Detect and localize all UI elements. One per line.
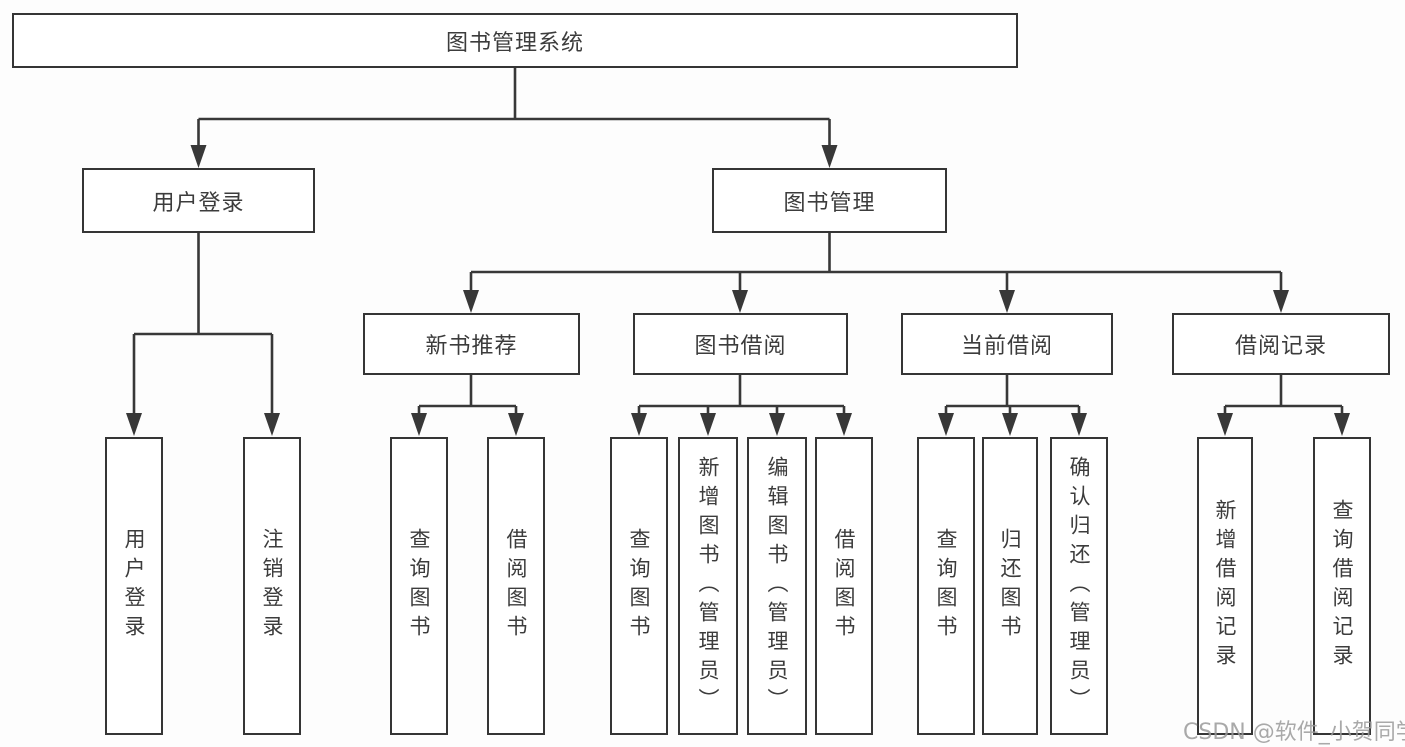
leaf-newbooks-borrow-label: 借阅图书 <box>504 528 529 644</box>
leaf-current-search: 查询图书 <box>917 437 975 735</box>
leaf-logout-label: 注销登录 <box>260 528 285 644</box>
leaf-newbooks-search: 查询图书 <box>390 437 448 735</box>
node-book-management-label: 图书管理 <box>783 190 876 216</box>
leaf-borrow-search-label: 查询图书 <box>627 528 652 644</box>
leaf-borrow-borrow-label: 借阅图书 <box>832 528 857 644</box>
leaf-current-search-label: 查询图书 <box>934 528 959 644</box>
leaf-current-return-label: 归还图书 <box>998 528 1023 644</box>
leaf-logout: 注销登录 <box>243 437 301 735</box>
leaf-borrow-borrow: 借阅图书 <box>815 437 873 735</box>
leaf-newbooks-search-label: 查询图书 <box>407 528 432 644</box>
leaf-user-login-label: 用户登录 <box>122 528 147 644</box>
node-current-borrow: 当前借阅 <box>901 313 1113 375</box>
leaf-newbooks-borrow: 借阅图书 <box>487 437 545 735</box>
leaf-current-confirm-admin-label: 确认归还（管理员） <box>1067 455 1092 717</box>
node-root: 图书管理系统 <box>12 13 1018 68</box>
csdn-watermark: CSDN @软件_小贺同学 <box>1183 720 1405 745</box>
leaf-current-confirm-admin: 确认归还（管理员） <box>1050 437 1108 735</box>
node-borrow-records: 借阅记录 <box>1172 313 1390 375</box>
leaf-borrow-add-admin: 新增图书（管理员） <box>678 437 738 735</box>
node-current-borrow-label: 当前借阅 <box>960 334 1053 359</box>
node-user-login: 用户登录 <box>82 168 315 233</box>
leaf-records-add-label: 新增借阅记录 <box>1213 499 1238 673</box>
leaf-records-search-label: 查询借阅记录 <box>1330 499 1355 673</box>
leaf-borrow-search: 查询图书 <box>610 437 668 735</box>
node-new-book-recommend-label: 新书推荐 <box>425 334 518 359</box>
leaf-records-add: 新增借阅记录 <box>1197 437 1253 735</box>
node-book-borrow: 图书借阅 <box>633 313 848 375</box>
node-book-borrow-label: 图书借阅 <box>694 334 787 359</box>
node-new-book-recommend: 新书推荐 <box>363 313 580 375</box>
leaf-current-return: 归还图书 <box>982 437 1038 735</box>
node-book-management: 图书管理 <box>712 168 947 233</box>
node-user-login-label: 用户登录 <box>152 190 245 216</box>
node-root-label: 图书管理系统 <box>445 30 584 56</box>
leaf-user-login: 用户登录 <box>105 437 163 735</box>
leaf-borrow-edit-admin: 编辑图书（管理员） <box>747 437 807 735</box>
node-borrow-records-label: 借阅记录 <box>1234 334 1327 359</box>
leaf-records-search: 查询借阅记录 <box>1313 437 1371 735</box>
leaf-borrow-add-admin-label: 新增图书（管理员） <box>696 455 721 717</box>
leaf-borrow-edit-admin-label: 编辑图书（管理员） <box>765 455 790 717</box>
